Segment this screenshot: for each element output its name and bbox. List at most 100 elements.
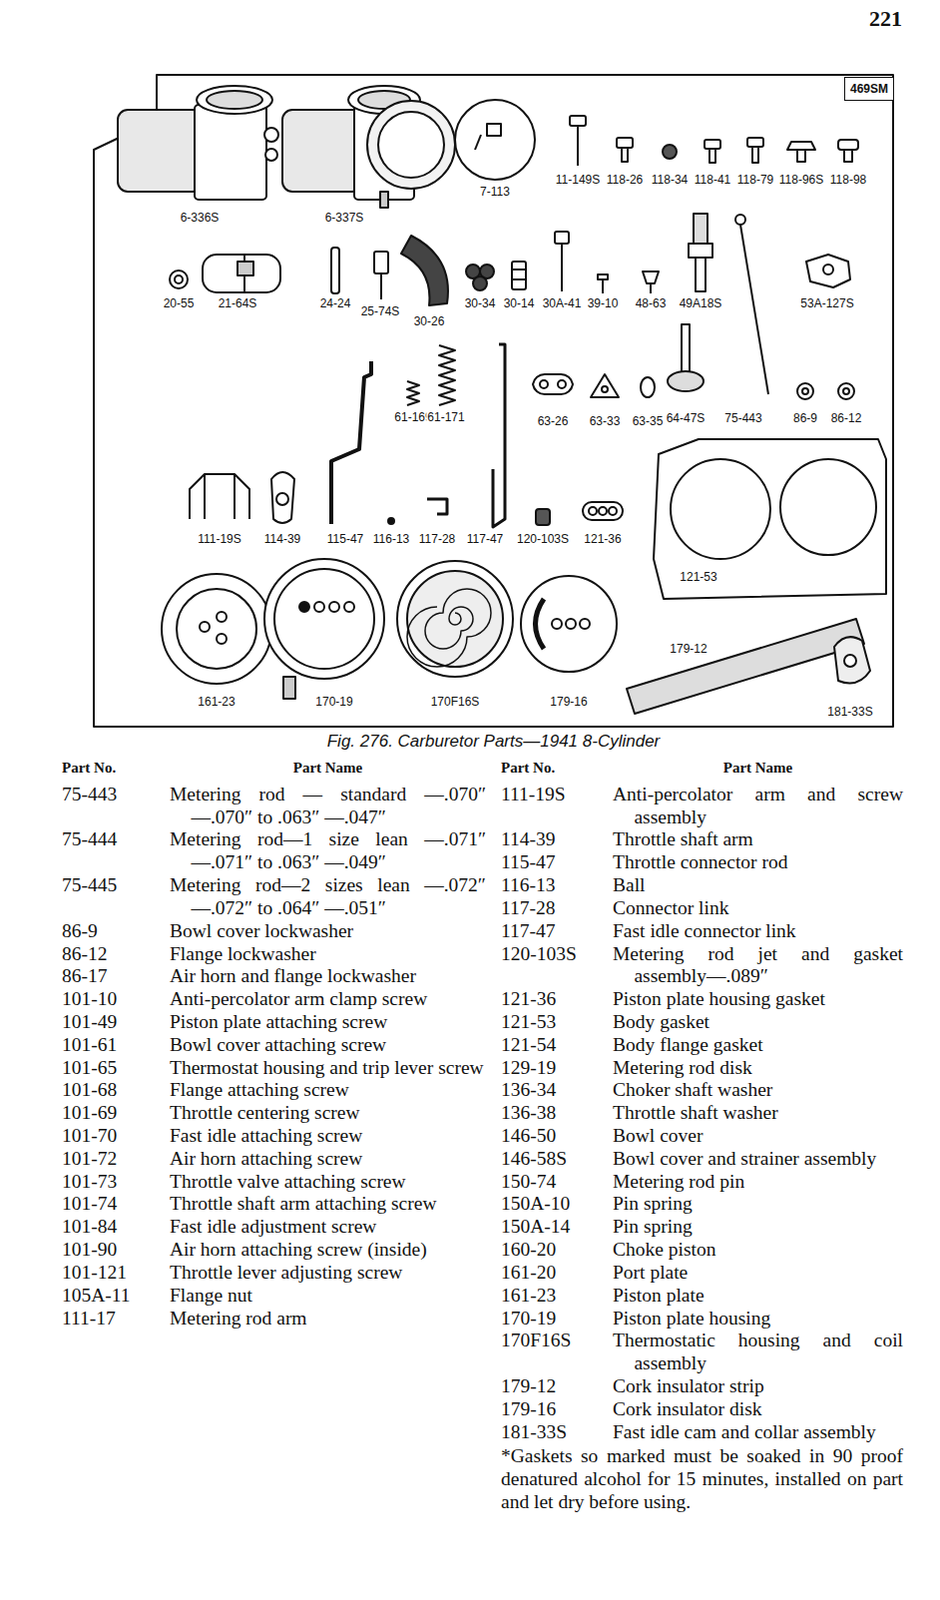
part-name: Throttle lever adjusting screw bbox=[169, 1261, 486, 1285]
parts-row: 121-53Body gasket bbox=[500, 1010, 904, 1034]
column-header: Part No. bbox=[500, 756, 613, 780]
callout-number: 118-79 bbox=[736, 172, 775, 187]
column-header: Part Name bbox=[169, 756, 486, 780]
part-number: 101-84 bbox=[61, 1215, 170, 1239]
part-name: Pin spring bbox=[612, 1192, 904, 1216]
part-number: 146-50 bbox=[500, 1124, 613, 1148]
part-number: 121-53 bbox=[500, 1010, 613, 1034]
callout-number: 170F16S bbox=[430, 694, 481, 709]
part-name: Body flange gasket bbox=[612, 1033, 904, 1057]
part-number: 86-12 bbox=[61, 942, 170, 966]
callout-number: 63-35 bbox=[631, 414, 665, 429]
part-number: 170-19 bbox=[500, 1307, 613, 1331]
callout-number: 53A-127S bbox=[799, 296, 855, 311]
callout-number: 114-39 bbox=[263, 531, 302, 546]
callout-number: 118-98 bbox=[829, 172, 868, 187]
callout-number: 116-13 bbox=[372, 531, 411, 546]
callout-number: 118-26 bbox=[605, 172, 644, 187]
part-number: 101-49 bbox=[61, 1010, 170, 1034]
part-number: 101-72 bbox=[61, 1147, 170, 1171]
callout-number: 30-34 bbox=[464, 296, 497, 311]
part-number: 117-47 bbox=[500, 920, 613, 943]
part-number: 116-13 bbox=[500, 874, 613, 898]
callout-number: 6-337S bbox=[324, 210, 366, 225]
part-number: 75-444 bbox=[61, 828, 170, 875]
part-name: Bowl cover attaching screw bbox=[169, 1033, 486, 1057]
callout-number: 181-33S bbox=[826, 704, 874, 719]
part-name: Bowl cover bbox=[612, 1124, 904, 1148]
figure-code-box: 469SM bbox=[844, 76, 895, 101]
parts-row: 117-47Fast idle connector link bbox=[500, 920, 904, 943]
callout-number: 49A18S bbox=[678, 296, 724, 311]
part-name: Fast idle connector link bbox=[612, 920, 904, 943]
parts-row: 150A-14Pin spring bbox=[500, 1215, 904, 1239]
part-name: Bowl cover lockwasher bbox=[169, 920, 486, 943]
part-name: Fast idle attaching screw bbox=[169, 1124, 486, 1148]
part-name: Metering rod—2 sizes lean —.072″—.072″ t… bbox=[169, 874, 486, 921]
parts-row: 75-445Metering rod—2 sizes lean —.072″—.… bbox=[61, 874, 486, 921]
part-name: Fast idle adjustment screw bbox=[169, 1215, 486, 1239]
part-number: 101-10 bbox=[61, 987, 170, 1011]
callout-number: 61-171 bbox=[426, 410, 466, 425]
part-name: Piston plate attaching screw bbox=[169, 1010, 486, 1034]
part-number: 160-20 bbox=[500, 1238, 613, 1262]
parts-row: 101-74Throttle shaft arm attaching screw bbox=[61, 1192, 486, 1216]
parts-row: 101-69Throttle centering screw bbox=[61, 1101, 486, 1125]
part-name: Fast idle cam and collar assembly bbox=[612, 1420, 904, 1444]
parts-row: 75-443Metering rod — standard —.070″—.07… bbox=[61, 783, 486, 830]
part-name: Flange lockwasher bbox=[169, 942, 486, 966]
callout-number: 24-24 bbox=[319, 296, 353, 311]
part-number: 86-9 bbox=[61, 920, 170, 943]
callout-number: 21-64S bbox=[217, 296, 259, 311]
part-name: Piston plate housing bbox=[612, 1307, 904, 1331]
callout-number: 118-41 bbox=[693, 172, 732, 187]
parts-row: 101-72Air horn attaching screw bbox=[61, 1147, 486, 1171]
part-number: 115-47 bbox=[500, 851, 613, 875]
parts-row: 146-58SBowl cover and strainer assembly bbox=[500, 1147, 904, 1171]
callout-number: 7-113 bbox=[478, 184, 511, 199]
part-name: Flange attaching screw bbox=[169, 1078, 486, 1102]
parts-row: 129-19Metering rod disk bbox=[500, 1056, 904, 1080]
part-name: Air horn and flange lockwasher bbox=[169, 964, 486, 988]
part-number: 179-12 bbox=[500, 1375, 613, 1399]
part-number: 179-16 bbox=[500, 1398, 613, 1421]
part-name: Metering rod—1 size lean —.071″—.071″ to… bbox=[169, 828, 486, 875]
callout-number: 63-26 bbox=[536, 414, 570, 429]
parts-row: 161-20Port plate bbox=[500, 1261, 904, 1285]
parts-row: 75-444Metering rod—1 size lean —.071″—.0… bbox=[61, 828, 486, 875]
part-number: 117-28 bbox=[500, 897, 613, 921]
callout-number: 20-55 bbox=[162, 296, 196, 311]
part-number: 150-74 bbox=[500, 1170, 613, 1194]
part-name: Choker shaft washer bbox=[612, 1078, 904, 1102]
parts-row: 115-47Throttle connector rod bbox=[500, 851, 904, 875]
callout-number: 120-103S bbox=[515, 531, 570, 546]
part-number: 111-17 bbox=[61, 1307, 170, 1331]
part-number: 121-36 bbox=[500, 987, 613, 1011]
callout-number: 25-74S bbox=[360, 304, 402, 319]
part-number: 101-69 bbox=[61, 1101, 170, 1125]
callout-number: 30-14 bbox=[502, 296, 536, 311]
callout-number: 115-47 bbox=[326, 531, 365, 546]
callout-number: 118-34 bbox=[650, 172, 689, 187]
footnote: *Gaskets so marked must be soaked in 90 … bbox=[500, 1444, 904, 1513]
parts-row: 150A-10Pin spring bbox=[500, 1192, 904, 1216]
parts-row: 136-38Throttle shaft washer bbox=[500, 1101, 904, 1125]
part-name: Metering rod arm bbox=[169, 1307, 486, 1331]
parts-row: 86-9Bowl cover lockwasher bbox=[61, 920, 486, 943]
part-number: 86-17 bbox=[61, 964, 170, 988]
part-name: Air horn attaching screw (inside) bbox=[169, 1238, 486, 1262]
callout-number: 30-26 bbox=[413, 314, 447, 329]
parts-row: 121-36Piston plate housing gasket bbox=[500, 987, 904, 1011]
part-name: Flange nut bbox=[169, 1284, 486, 1308]
table-column: Part No.Part Name75-443Metering rod — st… bbox=[61, 756, 486, 1330]
part-name: Air horn attaching screw bbox=[169, 1147, 486, 1171]
part-number: 101-65 bbox=[61, 1056, 170, 1080]
parts-row: 101-61Bowl cover attaching screw bbox=[61, 1033, 486, 1057]
parts-row: 114-39Throttle shaft arm bbox=[500, 828, 904, 852]
parts-row: 101-10Anti-percolator arm clamp screw bbox=[61, 987, 486, 1011]
column-header: Part Name bbox=[612, 756, 904, 780]
part-name: Throttle shaft arm bbox=[612, 828, 904, 852]
callout-number: 86-12 bbox=[830, 411, 864, 426]
parts-row: 181-33SFast idle cam and collar assembly bbox=[500, 1420, 904, 1444]
part-number: 75-445 bbox=[61, 874, 170, 921]
